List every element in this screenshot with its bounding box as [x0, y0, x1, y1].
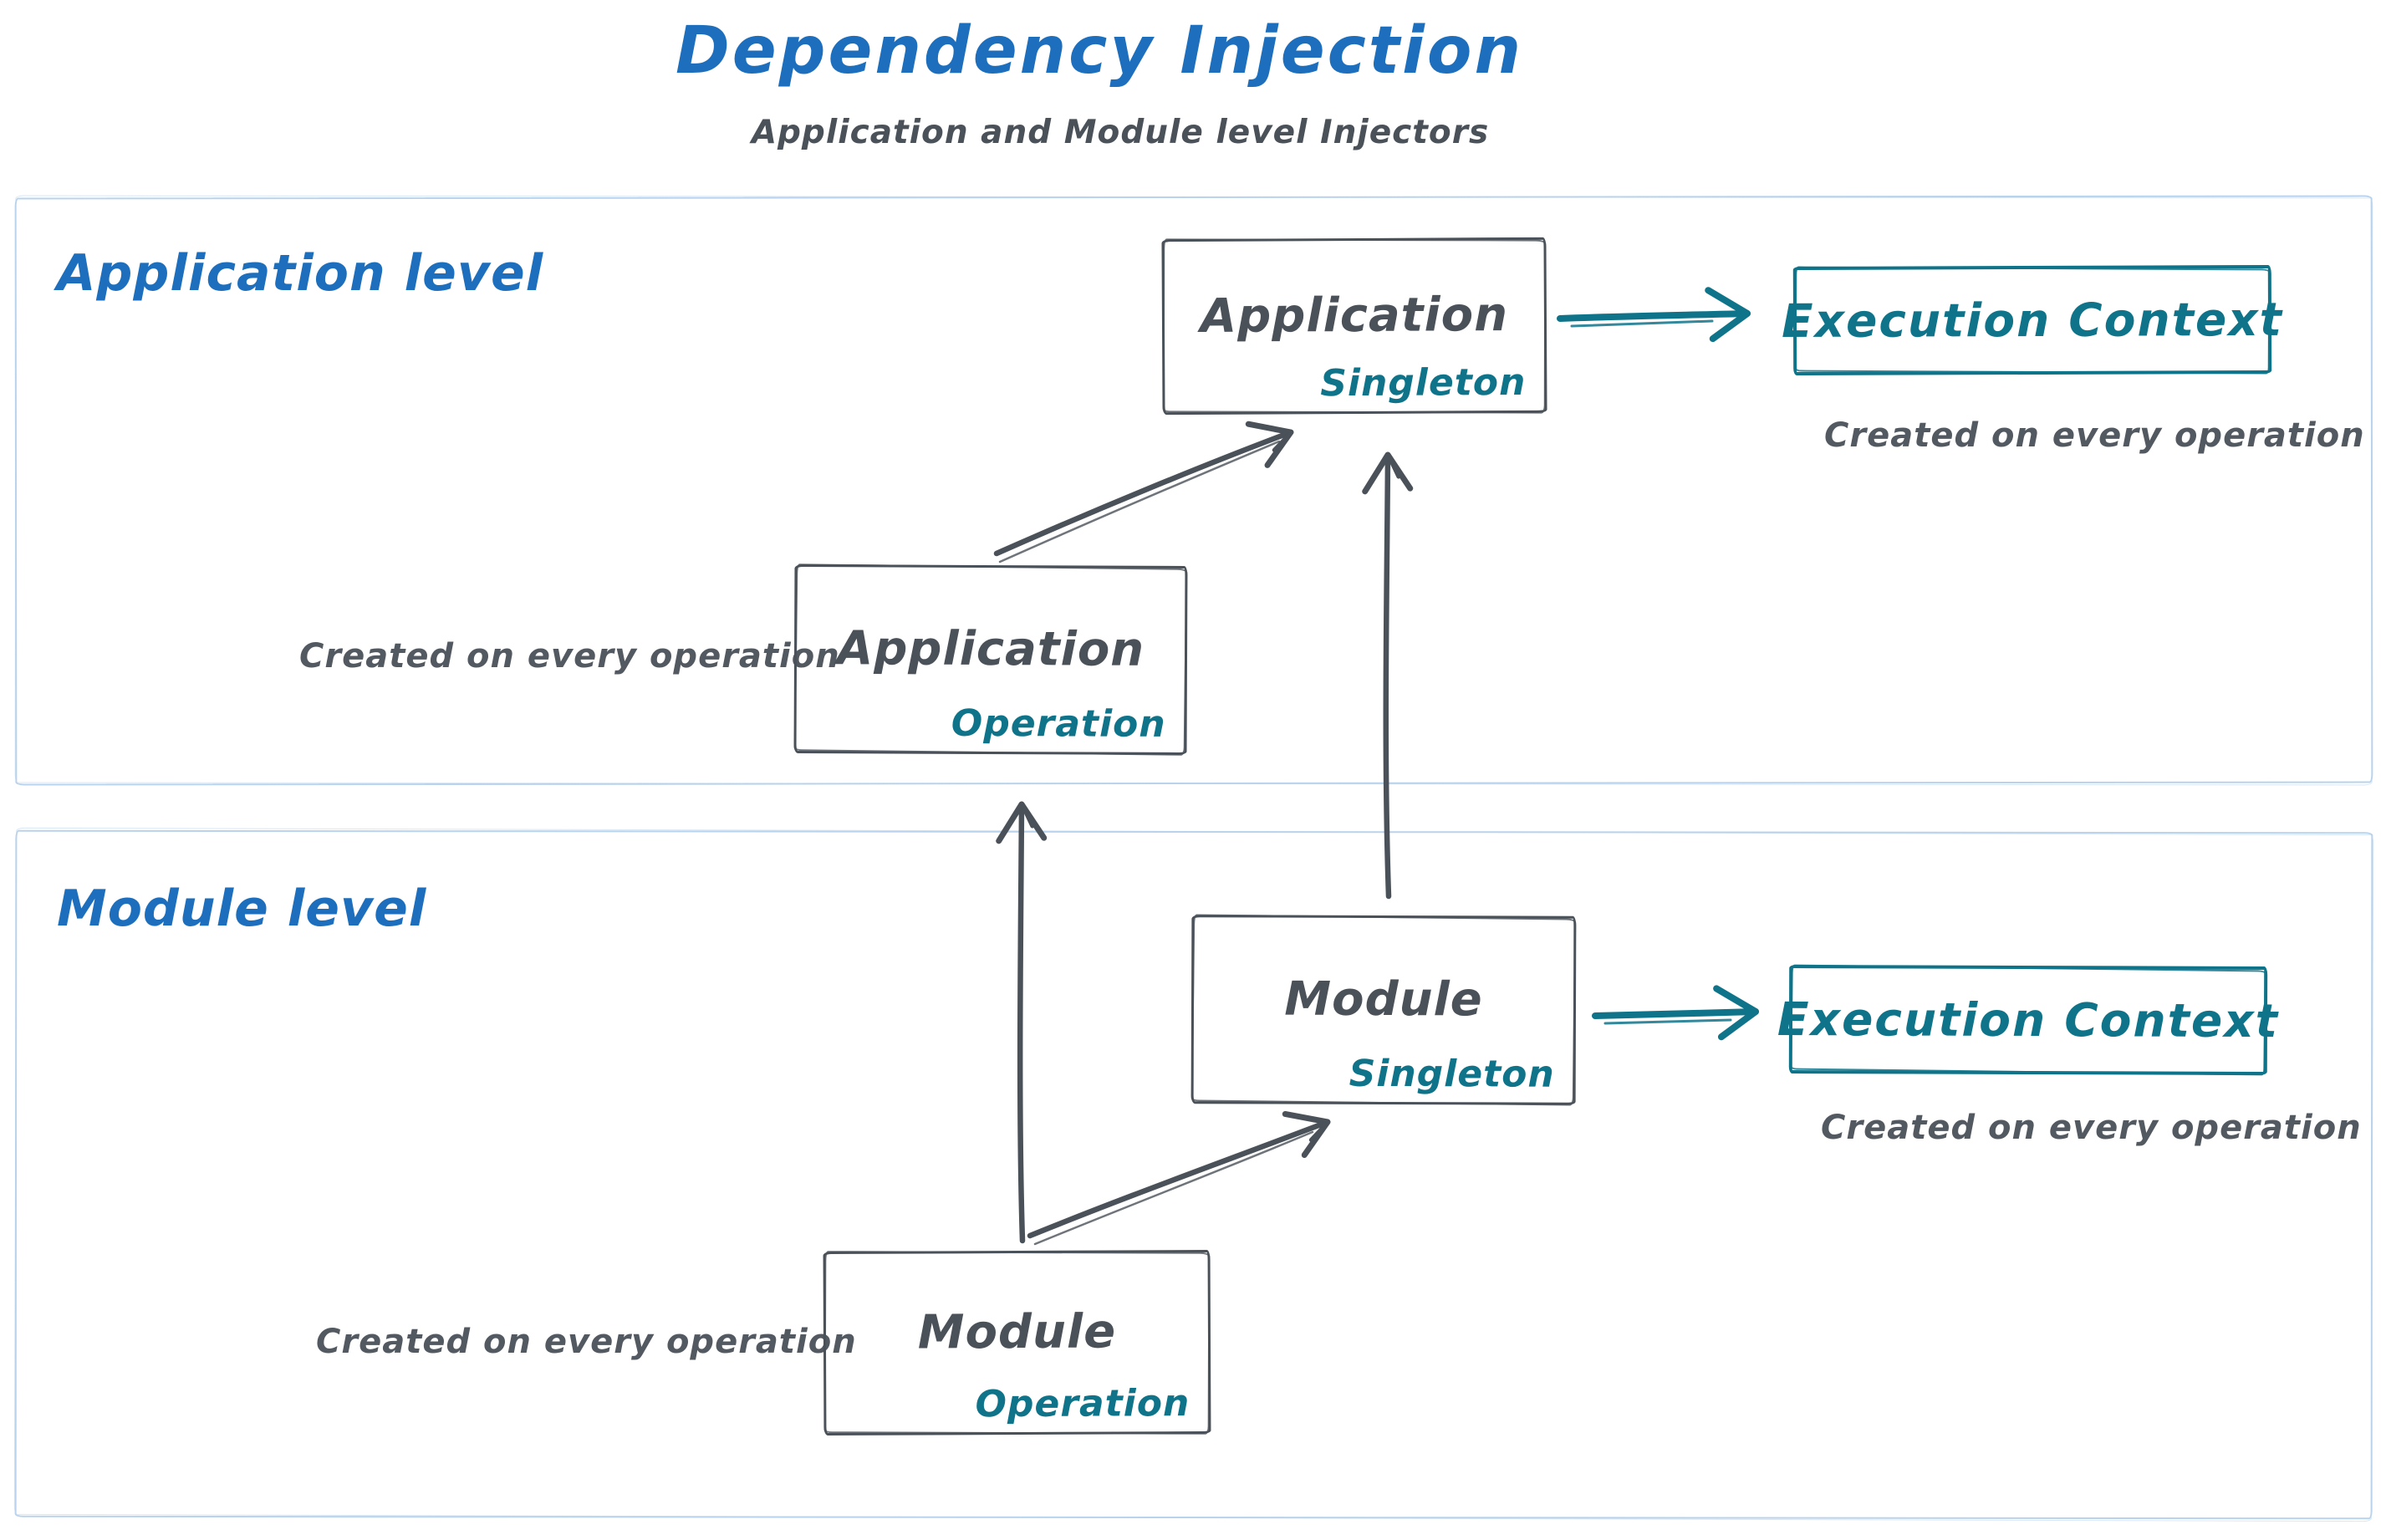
application-execution-context-caption: Created on every operation — [1824, 416, 2365, 455]
application-operation-title: Application — [836, 620, 1145, 677]
module-operation-title: Module — [917, 1303, 1117, 1360]
module-execution-context-box: Execution Context — [1777, 965, 2279, 1075]
diagram-subtitle: Application and Module level Injectors — [751, 114, 1490, 151]
module-level-label: Module level — [57, 880, 427, 938]
module-execution-context-label: Execution Context — [1777, 992, 2280, 1048]
module-singleton-box: Module Singleton — [1190, 915, 1577, 1105]
module-operation-box: Module Operation — [823, 1249, 1211, 1436]
module-execution-context-caption: Created on every operation — [1821, 1109, 2362, 1147]
application-operation-caption: Created on every operation — [299, 637, 840, 676]
application-operation-box: Application Operation — [793, 563, 1188, 756]
application-singleton-box: Application Singleton — [1161, 237, 1547, 416]
application-singleton-title: Application — [1200, 287, 1509, 344]
application-singleton-scope: Singleton — [1320, 360, 1527, 405]
application-operation-scope: Operation — [951, 701, 1166, 746]
module-operation-caption: Created on every operation — [316, 1323, 857, 1361]
application-execution-context-label: Execution Context — [1781, 292, 2284, 349]
module-singleton-title: Module — [1284, 971, 1483, 1027]
application-execution-context-box: Execution Context — [1782, 265, 2283, 375]
module-singleton-scope: Singleton — [1348, 1052, 1555, 1096]
application-level-label: Application level — [57, 244, 544, 303]
module-operation-scope: Operation — [975, 1382, 1190, 1426]
diagram-title: Dependency Injection — [676, 13, 1523, 89]
